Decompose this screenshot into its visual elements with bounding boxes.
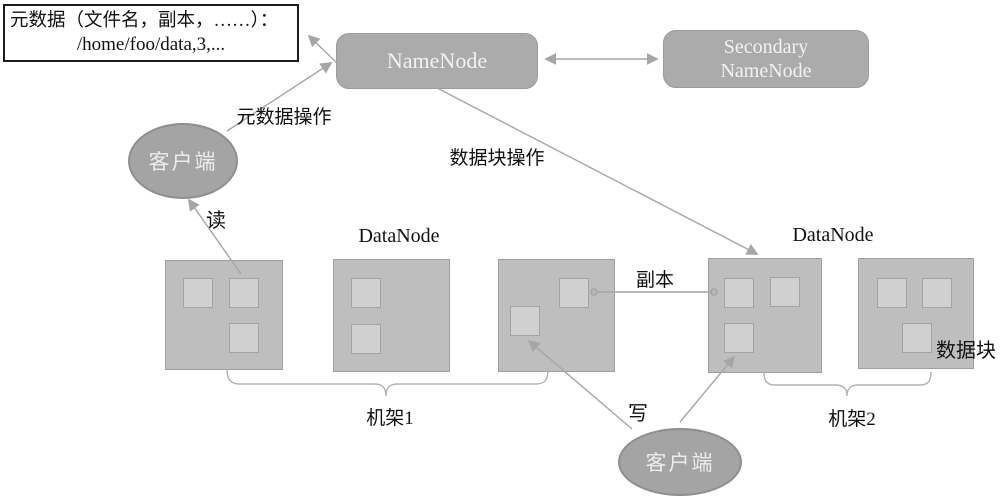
datanode-left-label: DataNode xyxy=(358,225,440,247)
data-block-square xyxy=(922,278,952,308)
metadata-note: 元数据（文件名，副本，……）： /home/foo/data,3,... xyxy=(3,4,299,62)
data-block-square xyxy=(183,278,213,308)
client-top-label: 客户端 xyxy=(148,150,218,174)
metadata-note-line2: /home/foo/data,3,... xyxy=(76,34,226,55)
data-block-square xyxy=(877,278,907,308)
rack2-bracket xyxy=(763,371,932,397)
data-block-square xyxy=(724,323,754,353)
datanode-box-5 xyxy=(858,258,974,369)
client-bottom-label: 客户端 xyxy=(645,451,715,475)
client-top-node: 客户端 xyxy=(128,123,238,199)
rack2-label: 机架2 xyxy=(828,409,876,430)
datanode-box-1 xyxy=(165,260,283,370)
client-bottom-node: 客户端 xyxy=(618,428,742,496)
namenode-node: NameNode xyxy=(336,33,538,89)
secondary-namenode-node: Secondary NameNode xyxy=(663,30,869,88)
data-block-square xyxy=(229,278,259,308)
replica-label: 副本 xyxy=(635,270,674,291)
metadata-ops-label: 元数据操作 xyxy=(236,107,332,128)
data-block-square xyxy=(510,306,540,336)
data-block-square xyxy=(351,278,381,308)
metadata-note-line1: 元数据（文件名，副本，……）： xyxy=(10,11,279,31)
datanode-right-label: DataNode xyxy=(792,224,874,246)
datanode-box-3 xyxy=(498,259,615,372)
data-block-square xyxy=(724,278,754,308)
data-block-square xyxy=(559,278,589,308)
datanode-box-4 xyxy=(708,258,822,373)
block-ops-label: 数据块操作 xyxy=(449,148,545,169)
write-label: 写 xyxy=(628,403,648,425)
rack1-label: 机架1 xyxy=(366,408,414,429)
data-block-square xyxy=(229,323,259,353)
data-block-label: 数据块 xyxy=(936,340,996,362)
data-block-square xyxy=(902,323,932,353)
secondary-namenode-label-line1: Secondary xyxy=(723,36,809,58)
data-block-square xyxy=(351,324,381,354)
datanode-box-2 xyxy=(333,259,450,372)
secondary-namenode-label-line2: NameNode xyxy=(720,60,812,82)
namenode-label: NameNode xyxy=(386,48,488,73)
edge-namenode-to-datanode-block-ops xyxy=(436,87,759,255)
data-block-square xyxy=(770,277,800,307)
read-label: 读 xyxy=(206,210,226,232)
rack1-bracket xyxy=(226,368,549,397)
